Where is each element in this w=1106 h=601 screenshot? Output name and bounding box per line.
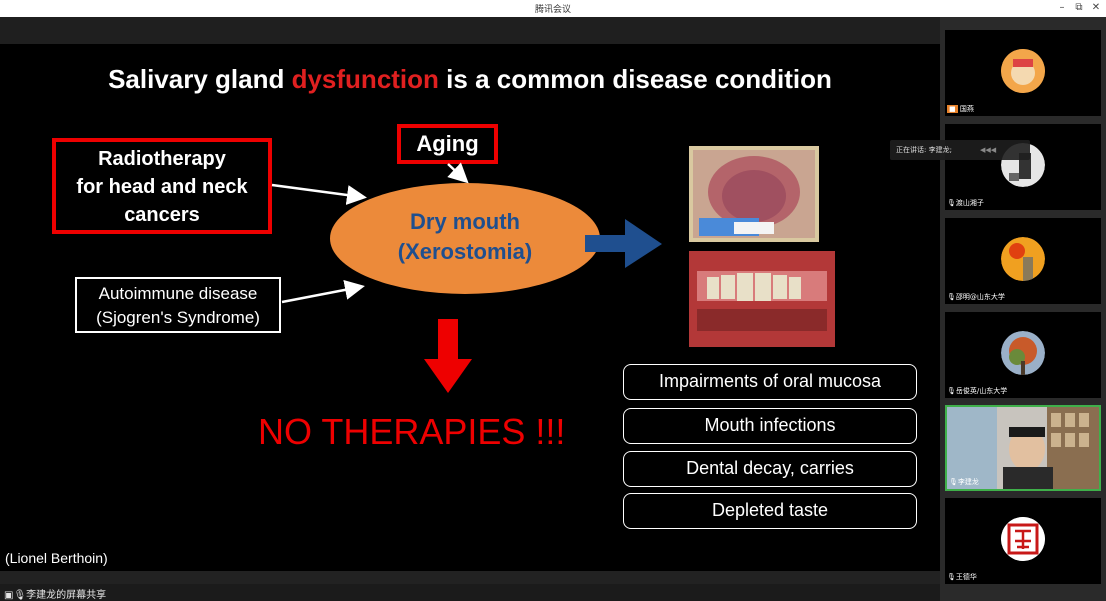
- participant-panel: ■ 国燕 🎙渡山湘子 🎙邵明@山东大学 🎙岳俊英/山东大学 🎙李建龙: [940, 17, 1106, 601]
- share-owner-text: 李建龙的屏幕共享: [26, 590, 107, 601]
- close-button[interactable]: ✕: [1091, 2, 1101, 13]
- autoimmune-box: Autoimmune disease (Sjogren's Syndrome): [75, 277, 281, 333]
- no-therapies-text: NO THERAPIES !!!: [258, 411, 566, 452]
- arrow-autoimmune: [281, 280, 365, 304]
- share-top-strip: [0, 17, 940, 44]
- radiotherapy-line-3: cancers: [124, 204, 200, 226]
- consequence-box-1: Impairments of oral mucosa: [623, 364, 917, 400]
- tongue-photo: [689, 146, 819, 242]
- radiotherapy-box: Radiotherapy for head and neck cancers: [52, 138, 272, 234]
- participant-tile-2[interactable]: 🎙渡山湘子: [945, 124, 1101, 210]
- restore-button[interactable]: ⧉: [1075, 2, 1083, 13]
- consequence-box-4: Depleted taste: [623, 493, 917, 529]
- big-red-arrow: [424, 319, 472, 393]
- slide-credit: (Lionel Berthoin): [5, 550, 108, 566]
- arrow-radiotherapy: [271, 183, 367, 205]
- minimize-button[interactable]: –: [1059, 2, 1065, 13]
- seal-avatar: [1001, 517, 1045, 561]
- mic-icon: 🎙: [947, 573, 956, 581]
- monitor-icon: ▣: [4, 590, 14, 601]
- mic-icon: 🎙: [947, 387, 956, 395]
- consequence-box-3: Dental decay, carries: [623, 451, 917, 487]
- avatar: [1001, 331, 1045, 375]
- participant-tile-6[interactable]: 🎙王德华: [945, 498, 1101, 584]
- speaking-indicator: 正在讲话: 李建龙;◀◀◀: [890, 140, 1030, 160]
- participant-name: 🎙岳俊英/山东大学: [947, 387, 1008, 395]
- participant-name: ■ 国燕: [947, 105, 974, 113]
- participant-tile-5-speaking[interactable]: 🎙李建龙: [945, 405, 1101, 491]
- aging-box: Aging: [397, 124, 498, 164]
- slide-headline: Salivary gland dysfunction is a common d…: [0, 64, 940, 95]
- radiotherapy-line-2: for head and neck: [76, 176, 248, 198]
- speaker-video: [947, 407, 1099, 489]
- avatar: [1001, 237, 1045, 281]
- participant-name: 🎙王德华: [947, 573, 977, 581]
- participant-tile-1[interactable]: ■ 国燕: [945, 30, 1101, 116]
- headline-text-pre: Salivary gland: [108, 64, 292, 94]
- participant-name: 🎙李建龙: [949, 478, 979, 486]
- presentation-slide: Salivary gland dysfunction is a common d…: [0, 44, 940, 571]
- participant-tile-4[interactable]: 🎙岳俊英/山东大学: [945, 312, 1101, 398]
- window-title: 腾讯会议: [534, 5, 571, 15]
- share-status-bar: ▣🎙李建龙的屏幕共享: [0, 584, 940, 601]
- arrow-aging: [447, 162, 469, 184]
- participant-tile-3[interactable]: 🎙邵明@山东大学: [945, 218, 1101, 304]
- dry-mouth-ellipse: Dry mouth (Xerostomia): [330, 183, 600, 294]
- share-bottom-strip: [0, 571, 940, 584]
- user-icon: ■: [947, 105, 958, 113]
- participant-name: 🎙渡山湘子: [947, 199, 984, 207]
- aging-label: Aging: [416, 131, 479, 156]
- autoimmune-line-1: Autoimmune disease: [98, 284, 258, 303]
- radiotherapy-line-1: Radiotherapy: [98, 148, 226, 170]
- slide-arrows: [271, 162, 662, 393]
- autoimmune-line-2: (Sjogren's Syndrome): [96, 308, 260, 327]
- headline-text-post: is a common disease condition: [438, 64, 832, 94]
- mic-icon: 🎙: [947, 199, 956, 207]
- avatar: [1001, 49, 1045, 93]
- mic-icon: 🎙: [947, 293, 956, 301]
- mic-icon: 🎙: [949, 478, 958, 486]
- ellipse-line-1: Dry mouth: [410, 209, 520, 234]
- screen-share-label[interactable]: ▣🎙李建龙的屏幕共享: [4, 586, 106, 601]
- wave-icon: ◀◀◀: [979, 146, 997, 154]
- teeth-photo: [689, 251, 835, 347]
- participant-name: 🎙邵明@山东大学: [947, 293, 1005, 301]
- mic-icon: 🎙: [13, 590, 27, 601]
- big-blue-arrow: [585, 219, 662, 268]
- window-titlebar: 腾讯会议 – ⧉ ✕: [0, 0, 1106, 17]
- headline-highlight: dysfunction: [291, 64, 439, 94]
- ellipse-line-2: (Xerostomia): [397, 239, 533, 264]
- consequence-box-2: Mouth infections: [623, 408, 917, 444]
